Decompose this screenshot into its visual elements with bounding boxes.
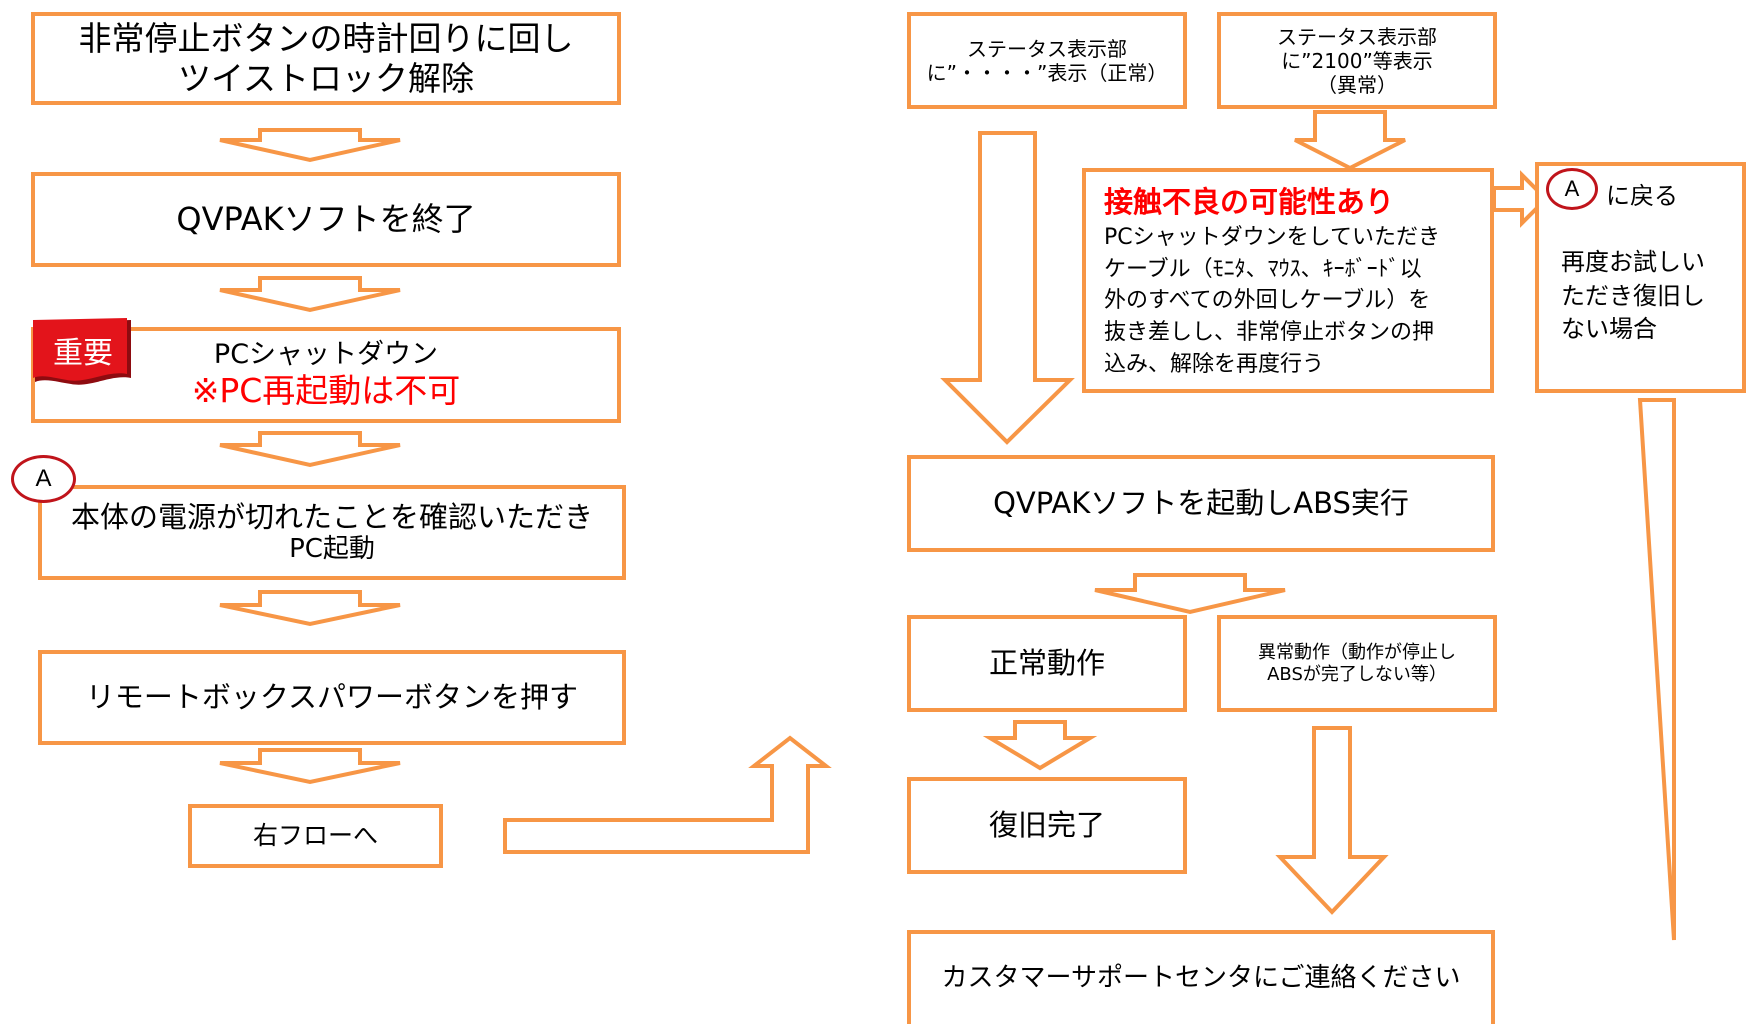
step-twist-lock-line2: ツイストロック解除 — [177, 58, 474, 98]
status-error-line1: ステータス表示部 — [1277, 24, 1437, 49]
abnormal-operation-line1: 異常動作（動作が停止し — [1258, 641, 1456, 663]
contact-issue-line5: 込み、解除を再度行う — [1104, 352, 1325, 378]
long-down-arrow-normal — [940, 131, 1075, 445]
contact-issue-box: 接触不良の可能性あり PCシャットダウンをしていただき ケーブル（ﾓﾆﾀ、ﾏｳｽ… — [1082, 168, 1494, 393]
step-go-right-flow-label: 右フローへ — [252, 821, 378, 850]
down-arrow-normal-op — [982, 720, 1098, 771]
step-confirm-power-off: 本体の電源が切れたことを確認いただき PC起動 — [38, 485, 626, 580]
contact-issue-line4: 抜き差しし、非常停止ボタンの押 — [1104, 320, 1435, 346]
contact-issue-line3: 外のすべての外回しケーブル）を — [1104, 288, 1431, 314]
abnormal-operation-line2: ABSが完了しない等） — [1267, 663, 1447, 685]
down-arrow-error — [1294, 110, 1406, 171]
marker-a-right-label: A — [1564, 176, 1580, 201]
return-to-a-line3: ない場合 — [1561, 315, 1657, 344]
contact-support-label: カスタマーサポートセンタにご連絡ください — [941, 963, 1461, 994]
recovery-complete-label: 復旧完了 — [988, 808, 1105, 843]
step-quit-qvpak-label: QVPAKソフトを終了 — [176, 200, 476, 239]
down-arrow-5 — [219, 748, 401, 785]
step-pc-shutdown-line1: PCシャットダウン — [213, 339, 439, 370]
step-twist-lock-line1: 非常停止ボタンの時計回りに回し — [78, 18, 574, 58]
long-down-arrow-abnormal — [1275, 726, 1389, 915]
important-badge-label: 重要 — [53, 336, 113, 371]
down-arrow-3 — [219, 431, 401, 468]
step-remote-box-power-label: リモートボックスパワーボタンを押す — [85, 680, 579, 715]
status-normal-line2: に”・・・・”表示（正常） — [926, 60, 1168, 85]
return-arrow-to-support — [1637, 398, 1676, 941]
down-arrow-1 — [219, 128, 401, 163]
return-to-a-line1: 再度お試しい — [1561, 248, 1705, 276]
step-confirm-power-line2: PC起動 — [289, 534, 375, 565]
marker-a-left: A — [11, 455, 76, 503]
step-remote-box-power: リモートボックスパワーボタンを押す — [38, 650, 626, 745]
contact-issue-line2: ケーブル（ﾓﾆﾀ、ﾏｳｽ、ｷｰﾎﾞｰﾄﾞ以 — [1104, 256, 1422, 282]
status-error-line2: に”2100”等表示 — [1281, 48, 1433, 73]
return-to-a-label: に戻る — [1606, 182, 1678, 210]
status-normal-line1: ステータス表示部 — [967, 36, 1127, 61]
step-twist-lock-release: 非常停止ボタンの時計回りに回し ツイストロック解除 — [31, 12, 621, 105]
split-arrow — [1094, 573, 1286, 615]
launch-qvpak-label: QVPAKソフトを起動しABS実行 — [993, 486, 1409, 521]
return-to-a-line2: ただき復旧し — [1561, 281, 1705, 310]
status-normal-box: ステータス表示部 に”・・・・”表示（正常） — [907, 12, 1187, 109]
status-error-box: ステータス表示部 に”2100”等表示 （異常） — [1217, 12, 1497, 109]
step-confirm-power-line1: 本体の電源が切れたことを確認いただき — [70, 499, 593, 534]
step-go-right-flow: 右フローへ — [188, 804, 443, 868]
marker-a-left-label: A — [35, 465, 52, 492]
launch-qvpak-box: QVPAKソフトを起動しABS実行 — [907, 455, 1495, 552]
down-arrow-2 — [219, 276, 401, 313]
important-flag-icon — [33, 318, 131, 385]
step-pc-restart-warning: ※PC再起動は不可 — [191, 371, 461, 411]
step-quit-qvpak: QVPAKソフトを終了 — [31, 172, 621, 267]
connector-arrow — [503, 735, 832, 854]
down-arrow-4 — [219, 590, 401, 627]
abnormal-operation-box: 異常動作（動作が停止し ABSが完了しない等） — [1217, 615, 1497, 712]
recovery-complete-box: 復旧完了 — [907, 777, 1187, 874]
status-error-line3: （異常） — [1317, 72, 1397, 97]
right-arrow-to-return — [1492, 170, 1549, 228]
normal-operation-box: 正常動作 — [907, 615, 1187, 712]
contact-issue-line1: PCシャットダウンをしていただき — [1104, 224, 1440, 250]
contact-support-box: カスタマーサポートセンタにご連絡ください — [907, 930, 1495, 1024]
marker-a-right: A — [1546, 168, 1598, 210]
normal-operation-label: 正常動作 — [988, 646, 1105, 681]
contact-issue-title: 接触不良の可能性あり — [1104, 185, 1395, 219]
